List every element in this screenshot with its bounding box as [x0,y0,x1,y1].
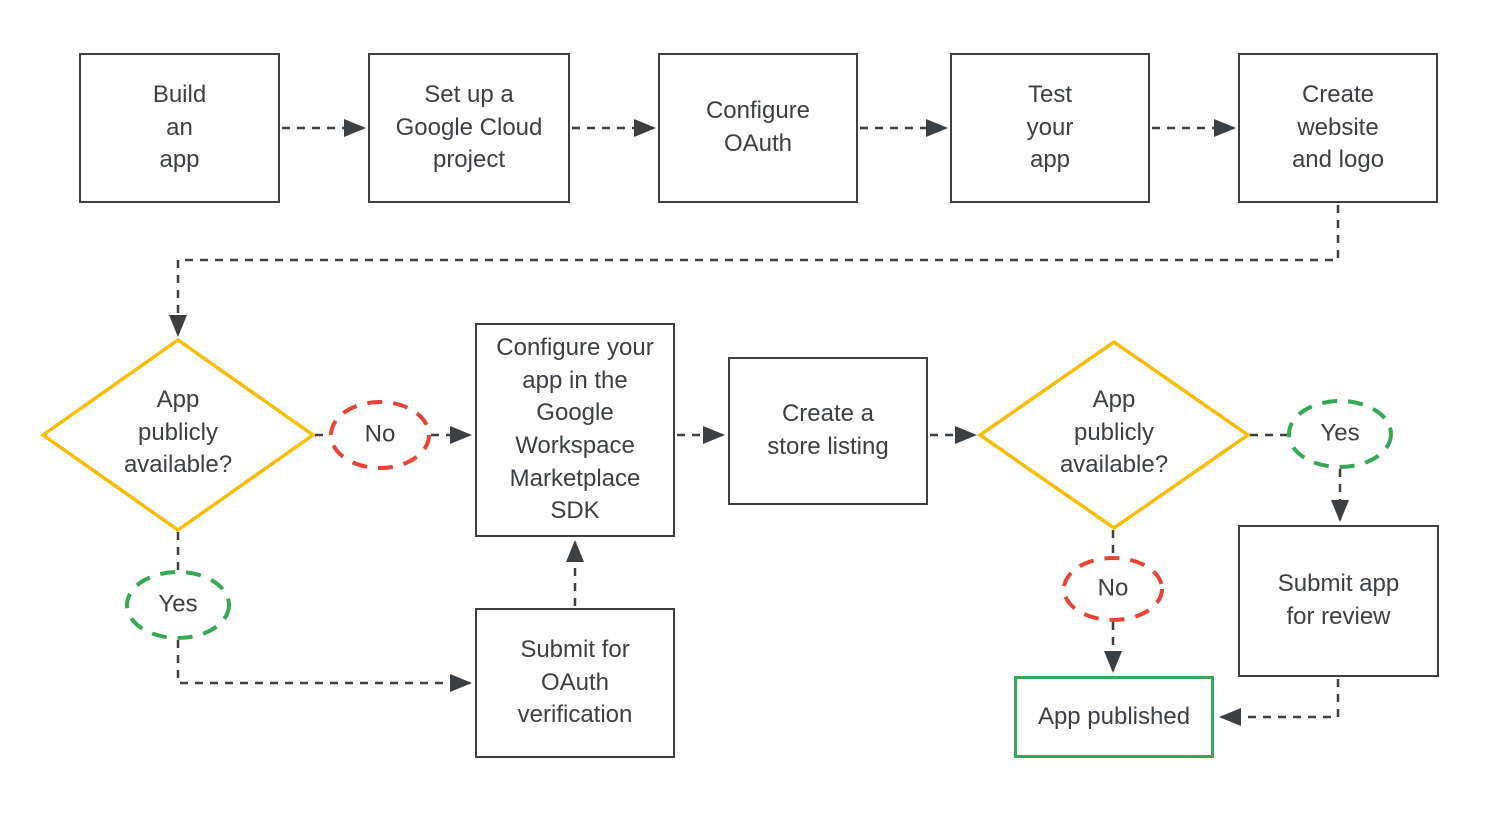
step-configure-oauth: Configure OAuth [658,53,858,203]
yes-oval-right [1287,399,1393,469]
edge-website-to-decision-left [169,205,1340,337]
step-configure-marketplace-sdk: Configure your app in the Google Workspa… [475,323,675,537]
decision-left-label: App publicly available? [123,386,233,479]
step-submit-app-for-review: Submit app for review [1238,525,1439,677]
decision-diamond-left [39,337,317,533]
no-oval-left [329,400,431,470]
edge-review-to-published [1219,679,1340,726]
no-label-right: No [1097,574,1129,602]
decision-diamond-right [976,339,1252,531]
step-setup-google-cloud-project: Set up a Google Cloud project [368,53,570,203]
yes-label-left: Yes [158,590,198,618]
step-app-published: App published [1014,676,1214,758]
step-test-your-app: Test your app [950,53,1150,203]
step-submit-oauth-verification: Submit for OAuth verification [475,608,675,758]
yes-oval-left [125,570,231,640]
edge-yes-to-submit-oauth [176,640,472,692]
no-label-left: No [364,420,396,448]
step-build-an-app: Build an app [79,53,280,203]
no-oval-right [1062,556,1164,622]
yes-label-right: Yes [1320,419,1360,447]
decision-right-label: App publicly available? [1059,386,1169,479]
step-create-website-and-logo: Create website and logo [1238,53,1438,203]
step-create-store-listing: Create a store listing [728,357,928,505]
